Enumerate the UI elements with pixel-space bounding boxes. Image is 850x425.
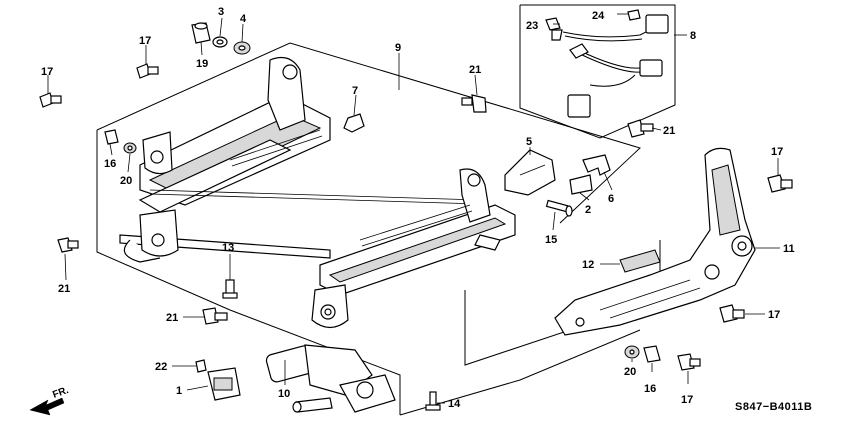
callout-5: 5 xyxy=(526,136,532,148)
clip-2 xyxy=(569,174,593,195)
knob-12 xyxy=(619,249,661,273)
washer-4 xyxy=(233,41,251,55)
callout-labels: 3 4 19 17 17 9 7 21 16 20 5 21 8 23 24 2… xyxy=(41,6,795,410)
callout-4: 4 xyxy=(240,13,247,25)
callout-1: 1 xyxy=(176,385,182,397)
washer-3 xyxy=(212,36,228,48)
callout-19: 19 xyxy=(196,58,208,70)
callout-20: 20 xyxy=(120,175,132,187)
callout-21: 21 xyxy=(469,64,481,76)
switch-1 xyxy=(207,367,241,401)
bolt-21-top xyxy=(461,94,487,113)
callout-21: 21 xyxy=(58,283,70,295)
callout-17: 17 xyxy=(681,394,693,406)
callout-13: 13 xyxy=(222,242,234,254)
wire-harness-8 xyxy=(562,14,669,118)
recliner-11 xyxy=(554,147,756,336)
bolt-17-far-left xyxy=(39,92,62,108)
nut-16-left xyxy=(104,129,119,145)
callout-21: 21 xyxy=(663,125,675,137)
callout-11: 11 xyxy=(783,243,795,255)
callout-20: 20 xyxy=(624,366,636,378)
recliner-frame xyxy=(464,240,661,366)
screw-22 xyxy=(195,359,207,373)
screw-14 xyxy=(425,391,441,411)
nut-16-bottom xyxy=(643,345,661,363)
callout-17: 17 xyxy=(768,309,780,321)
callout-9: 9 xyxy=(395,42,401,54)
seat-track-frame xyxy=(119,57,516,329)
callout-17: 17 xyxy=(41,66,53,78)
bolt-13 xyxy=(222,279,238,299)
callout-15: 15 xyxy=(545,234,557,246)
direction-label: FR. xyxy=(51,385,70,401)
callout-12: 12 xyxy=(582,259,594,271)
clip-23 xyxy=(545,17,563,41)
callout-21: 21 xyxy=(166,312,178,324)
motor-10 xyxy=(265,344,396,413)
leader-lines xyxy=(47,13,780,404)
bolt-17-right-upper xyxy=(767,174,793,193)
bolt-17-bottom xyxy=(677,353,701,371)
callout-10: 10 xyxy=(278,388,290,400)
bolt-17-right-middle xyxy=(719,304,745,323)
washer-20-left xyxy=(123,142,137,154)
callout-17: 17 xyxy=(771,146,783,158)
front-direction-arrow: FR. xyxy=(29,385,70,416)
clip-7 xyxy=(343,113,365,133)
cover-5 xyxy=(504,149,556,196)
drawing-code: S847−B4011B xyxy=(735,401,812,413)
callout-8: 8 xyxy=(690,30,696,42)
callout-2: 2 xyxy=(585,204,591,216)
callout-16: 16 xyxy=(104,158,116,170)
bolt-17-top-left xyxy=(136,63,159,79)
bolt-21-right xyxy=(627,119,654,138)
callout-3: 3 xyxy=(218,6,224,18)
nut-19 xyxy=(191,22,211,44)
washer-20-bottom xyxy=(624,345,640,359)
callout-16: 16 xyxy=(644,383,656,395)
callout-6: 6 xyxy=(608,193,614,205)
clip-24 xyxy=(627,9,641,21)
bolt-21-left xyxy=(57,237,79,253)
main-assembly-frame xyxy=(96,42,641,416)
pin-15 xyxy=(545,199,573,217)
callout-14: 14 xyxy=(448,398,461,410)
callout-22: 22 xyxy=(155,361,167,373)
callout-7: 7 xyxy=(352,85,358,97)
bolt-21-bottom xyxy=(202,307,228,325)
callout-23: 23 xyxy=(526,20,538,32)
callout-17: 17 xyxy=(139,35,151,47)
bracket-6 xyxy=(582,154,611,176)
callout-24: 24 xyxy=(592,10,605,22)
